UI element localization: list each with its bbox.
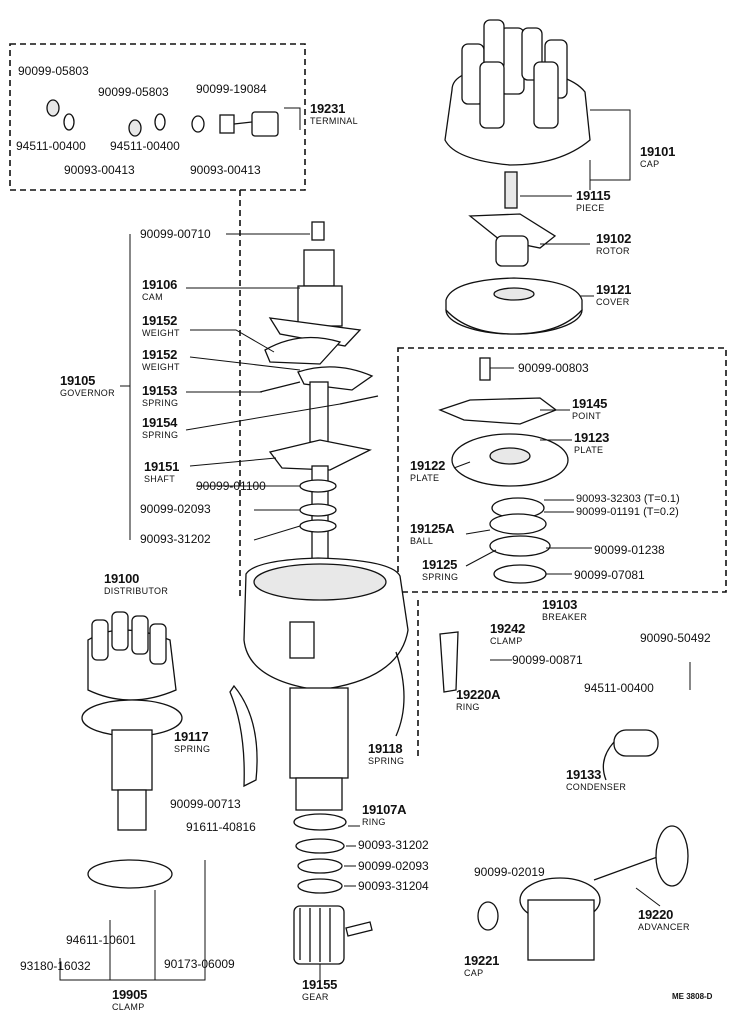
- label-90099-00871: 90099-00871: [512, 653, 583, 667]
- carbon-piece-drawing: [504, 171, 518, 209]
- label-90099-00803: 90099-00803: [518, 361, 589, 375]
- label-90099-19084: 90099-19084: [196, 82, 267, 96]
- label-90099-07081: 90099-07081: [574, 568, 645, 582]
- label-93180-16032: 93180-16032: [20, 959, 91, 973]
- housing-drawing: [243, 557, 409, 811]
- label-90099-01191: 90099-01191 (T=0.2): [576, 506, 679, 518]
- label-94511-00400-c: 94511-00400: [584, 681, 654, 695]
- label-90099-01100: 90099-01100: [196, 479, 266, 493]
- advancer-drawing: [519, 825, 689, 961]
- spring-19118-drawing: [395, 651, 405, 737]
- cam-shaft-drawing: [259, 221, 379, 607]
- label-91611-40816: 91611-40816: [186, 820, 256, 834]
- label-90093-00413-b: 90093-00413: [190, 163, 261, 177]
- label-90099-00710: 90099-00710: [140, 227, 211, 241]
- label-90099-05803-b: 90099-05803: [98, 85, 169, 99]
- label-90093-31202-a: 90093-31202: [140, 532, 211, 546]
- rotor-drawing: [468, 213, 557, 267]
- label-94511-00400-a: 94511-00400: [16, 139, 86, 153]
- gear-stack-drawing: [293, 813, 373, 965]
- clamp-drawing: [439, 631, 459, 693]
- label-90099-02019: 90099-02019: [474, 865, 545, 879]
- distributor-assembly-drawing: [81, 611, 183, 889]
- label-90173-06009: 90173-06009: [164, 957, 235, 971]
- breaker-group-box: [397, 347, 727, 593]
- distributor-cap-drawing: [444, 19, 591, 166]
- label-90093-31202-b: 90093-31202: [358, 838, 429, 852]
- label-90099-01238: 90099-01238: [594, 543, 665, 557]
- label-90099-02093-b: 90099-02093: [358, 859, 429, 873]
- leader-lines: [59, 107, 691, 981]
- label-90099-02093-a: 90099-02093: [140, 502, 211, 516]
- label-90093-00413-a: 90093-00413: [64, 163, 135, 177]
- label-90099-05803-a: 90099-05803: [18, 64, 89, 78]
- terminal-parts-drawing: [46, 99, 279, 137]
- label-90093-31204: 90093-31204: [358, 879, 429, 893]
- spring-19117-drawing: [229, 684, 258, 788]
- label-90093-32303: 90093-32303 (T=0.1): [576, 493, 680, 505]
- cover-drawing: [445, 277, 583, 335]
- cap-19221-drawing: [477, 901, 499, 931]
- breaker-parts-drawing: [438, 357, 569, 584]
- condenser-drawing: [602, 729, 659, 781]
- label-94611-10601: 94611-10601: [66, 933, 136, 947]
- label-90090-50492: 90090-50492: [640, 631, 711, 645]
- label-94511-00400-b: 94511-00400: [110, 139, 180, 153]
- drawing-reference-code: ME 3808-D: [672, 992, 713, 1001]
- label-90099-00713: 90099-00713: [170, 797, 241, 811]
